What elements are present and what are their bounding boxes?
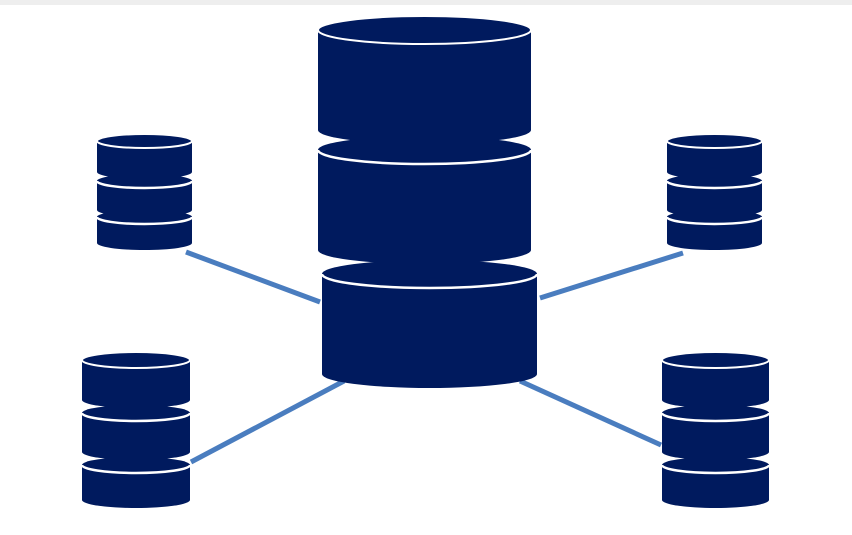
cylinder-separator-2	[316, 149, 533, 166]
cylinder-band-2	[82, 405, 190, 460]
connector-lines	[185, 249, 684, 465]
central-database-database-icon	[316, 15, 539, 388]
connector-line-top-right	[539, 250, 684, 301]
cylinder-separator-2	[80, 412, 192, 423]
cylinder-band-3	[322, 260, 537, 388]
cylinder-band-3	[667, 210, 762, 250]
cylinder-band-2	[318, 136, 531, 264]
cylinder-separator-3	[320, 273, 539, 290]
cylinder-separator-3	[95, 216, 194, 226]
cylinder-band-2	[662, 405, 769, 460]
cylinder-band-1	[318, 16, 531, 145]
top-border-strip	[0, 0, 852, 5]
cylinder-band-3	[82, 457, 190, 508]
cylinder-band-2	[97, 174, 192, 218]
cylinder-lid	[666, 133, 763, 149]
cylinder-lid	[81, 351, 191, 369]
database-nodes	[80, 15, 771, 508]
cylinder-lid	[317, 15, 532, 45]
cylinder-separator-3	[665, 216, 764, 226]
database-bottom-left-database-icon	[80, 351, 192, 508]
cylinder-lid	[96, 133, 193, 149]
cylinder-separator-2	[660, 412, 771, 423]
cylinder-separator-2	[665, 180, 764, 190]
cylinder-separator-3	[80, 464, 192, 475]
connector-line-bottom-left	[189, 378, 346, 465]
cylinder-band-3	[97, 210, 192, 250]
database-top-left-database-icon	[95, 133, 194, 250]
cylinder-band-2	[667, 174, 762, 218]
connector-line-top-left	[185, 249, 321, 305]
database-top-right-database-icon	[665, 133, 764, 250]
cylinder-separator-3	[660, 464, 771, 475]
cylinder-lid	[661, 351, 770, 369]
cylinder-band-3	[662, 457, 769, 508]
cylinder-separator-2	[95, 180, 194, 190]
database-bottom-right-database-icon	[660, 351, 771, 508]
connector-line-bottom-right	[518, 378, 663, 448]
